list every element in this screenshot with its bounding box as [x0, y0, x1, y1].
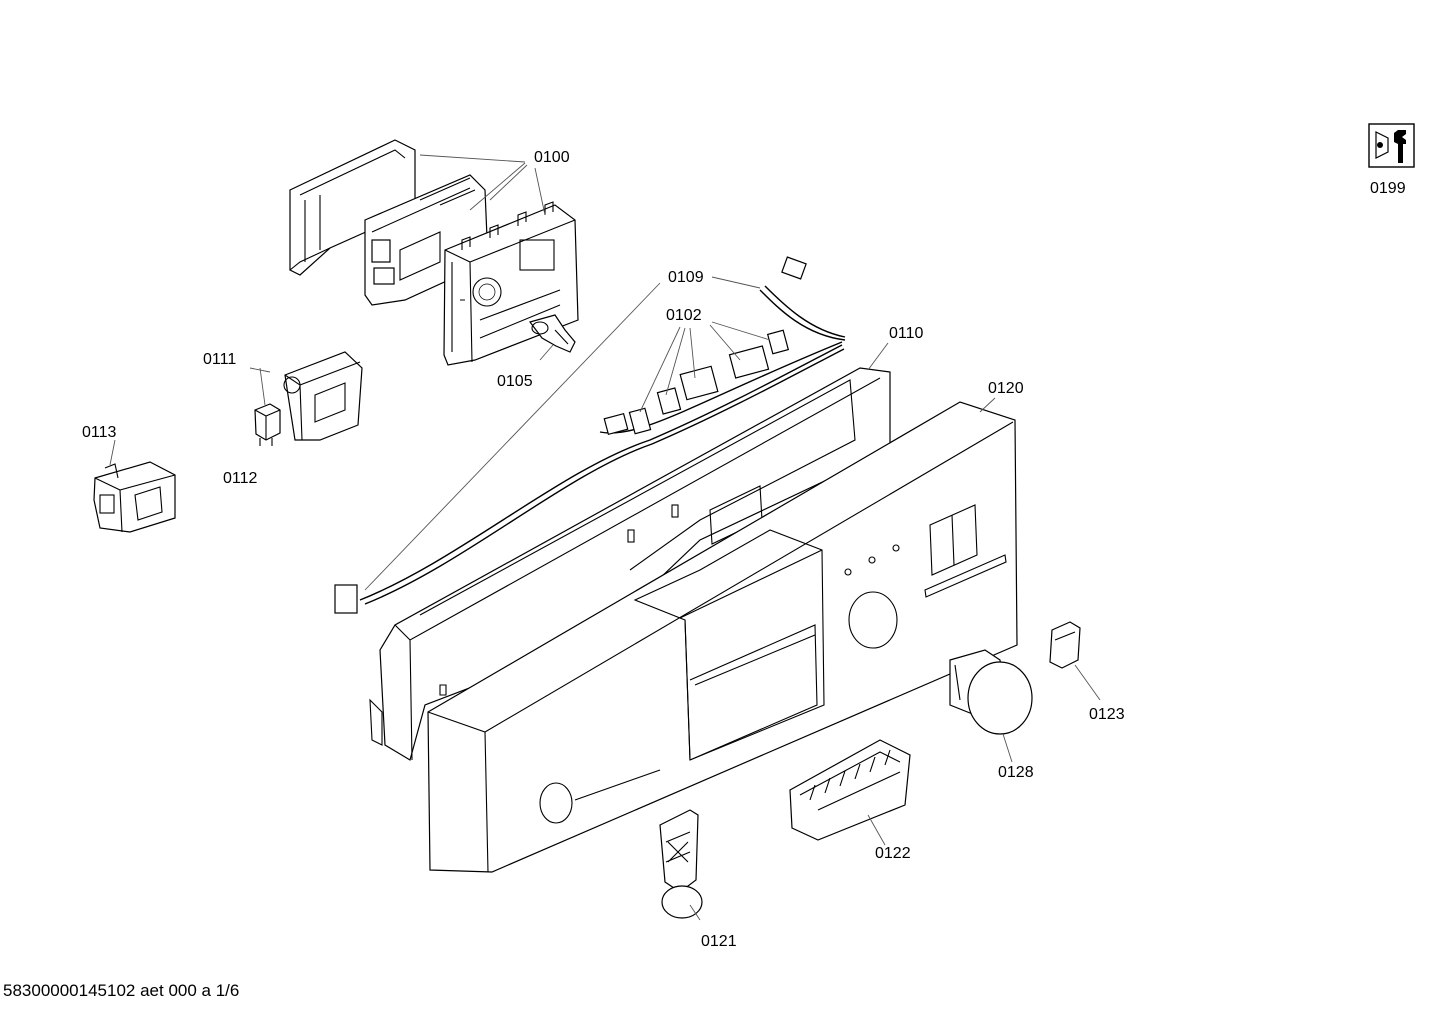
part-0111-door-switch	[283, 351, 363, 441]
part-label-0128: 0128	[998, 764, 1034, 781]
part-0113-selector-switch	[93, 461, 176, 533]
part-labels: 0100 0102 0105 0109 0110 0111 0112 0113 …	[82, 149, 1406, 950]
part-0122-drawer-handle	[789, 739, 911, 841]
part-label-0123: 0123	[1089, 706, 1125, 723]
part-0112-suppressor	[254, 403, 281, 446]
document-footer-id: 58300000145102 aet 000 a 1/6	[3, 981, 240, 1000]
part-label-0100: 0100	[534, 149, 570, 166]
part-0128-program-knob	[949, 649, 1033, 735]
part-label-0111: 0111	[203, 351, 236, 368]
part-label-0112: 0112	[223, 470, 258, 487]
part-label-0105: 0105	[497, 373, 533, 390]
part-0120-fascia-panel	[427, 401, 1018, 873]
part-0109-cable-harness	[334, 256, 846, 614]
part-0102-connectors	[603, 329, 790, 436]
part-label-0110: 0110	[889, 325, 924, 342]
part-label-0120: 0120	[988, 380, 1024, 397]
part-label-0109: 0109	[668, 269, 704, 286]
part-label-0122: 0122	[875, 845, 911, 862]
part-0121-knob-lever	[659, 809, 703, 919]
part-label-0199: 0199	[1370, 180, 1406, 197]
part-0110-panel-frame	[369, 367, 891, 761]
part-label-0121: 0121	[701, 933, 737, 950]
leader-lines	[109, 154, 1101, 921]
part-label-0113: 0113	[82, 424, 117, 441]
part-0100-control-module	[289, 139, 579, 366]
part-label-0102: 0102	[666, 307, 702, 324]
part-0123-clip	[1049, 621, 1081, 669]
wrench-icon	[1368, 123, 1415, 168]
part-0105-plunger	[528, 314, 576, 353]
